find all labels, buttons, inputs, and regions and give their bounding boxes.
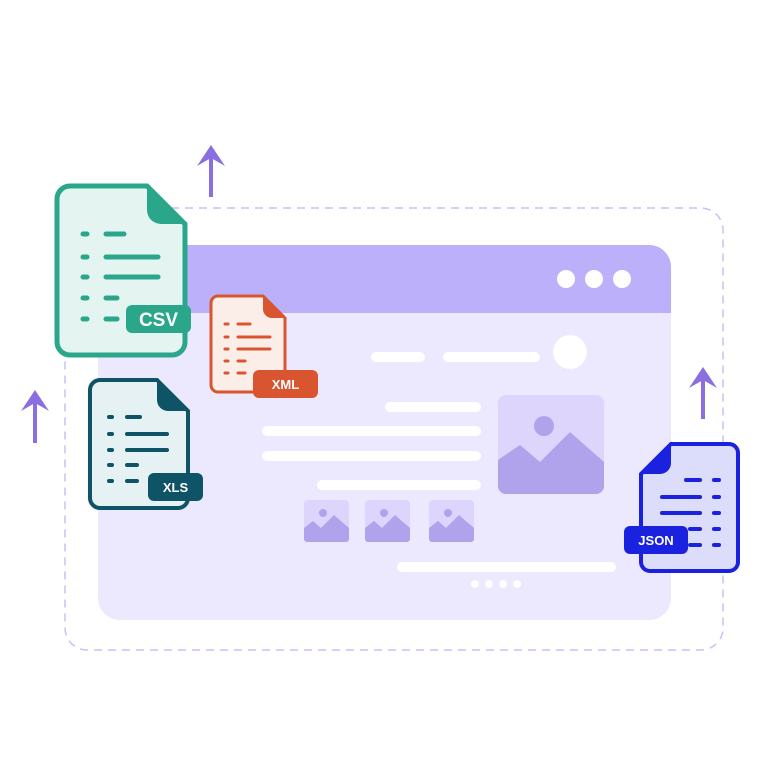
text-line-placeholder [317,480,481,490]
avatar-placeholder [553,335,587,369]
file-type-badge [148,473,203,501]
nav-placeholder [371,352,425,362]
xls-label: XLS [163,480,189,495]
csv-label: CSV [139,310,178,331]
thumbnail-image-icon [365,500,410,542]
json-label: JSON [638,533,673,548]
json-file-icon: JSON [624,442,740,573]
window-dot-icon [585,270,603,288]
xml-file-icon: XML [209,294,318,398]
upload-arrow-icon [21,390,49,443]
text-line-placeholder [262,426,481,436]
file-type-badge [624,526,688,554]
xls-file-icon: XLS [88,378,203,510]
xml-label: XML [272,377,300,392]
window-dot-icon [613,270,631,288]
file-type-badge [126,305,191,333]
thumbnail-image-icon [304,500,349,542]
pagination-dots [471,580,521,588]
drop-zone-outline [64,207,724,651]
text-line-placeholder [385,402,481,412]
file-type-badge [253,370,318,398]
thumbnail-image-icon [429,500,474,542]
text-line-placeholder [397,562,616,572]
window-dot-icon [557,270,575,288]
image-placeholder-icon [498,395,604,494]
nav-placeholder [443,352,540,362]
upload-arrow-icon [197,145,225,197]
text-line-placeholder [262,451,481,461]
csv-file-icon: CSV [54,183,191,358]
upload-arrow-icon [689,367,717,419]
